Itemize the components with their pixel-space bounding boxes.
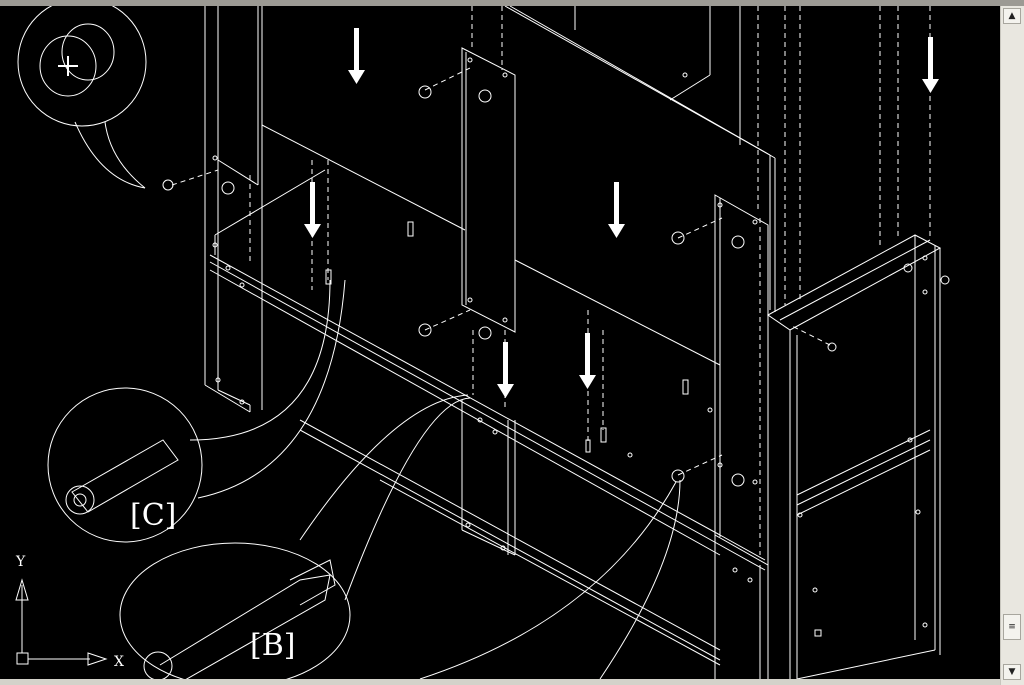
scroll-down-icon: ▼ <box>1008 667 1016 677</box>
callout-label-c: [C] <box>130 498 176 533</box>
layout-tab-strip[interactable] <box>0 679 1000 685</box>
direction-arrows <box>304 28 939 398</box>
small-square <box>814 629 822 637</box>
scroll-thumb[interactable]: ≡ <box>1003 614 1021 640</box>
grip-icon: ≡ <box>1008 622 1016 632</box>
dowel-group <box>325 221 689 453</box>
scroll-up-icon: ▲ <box>1008 11 1016 21</box>
callout-screw-detail <box>17 0 147 189</box>
callout-bolt-detail <box>119 394 681 685</box>
center-bracket <box>461 47 516 556</box>
ucs-y-label: Y <box>15 554 26 570</box>
front-rail <box>209 124 766 666</box>
right-cabinet <box>767 234 942 680</box>
callout-dowel-detail <box>47 279 346 543</box>
cad-drawing: [C] [B] Y X <box>15 0 950 685</box>
assembly-guides <box>171 6 931 555</box>
back-panel <box>504 5 776 312</box>
vertical-scrollbar[interactable]: ▲ ≡ ▼ <box>1000 6 1024 685</box>
screw-group <box>162 85 950 487</box>
ucs-x-label: X <box>114 654 124 670</box>
scroll-up-button[interactable]: ▲ <box>1003 8 1021 24</box>
ucs-icon <box>15 578 108 666</box>
hole-group <box>212 57 928 628</box>
left-side-panel <box>204 6 263 413</box>
window-top-border <box>0 0 1024 6</box>
callout-label-b: [B] <box>250 628 295 663</box>
scroll-down-button[interactable]: ▼ <box>1003 664 1021 680</box>
